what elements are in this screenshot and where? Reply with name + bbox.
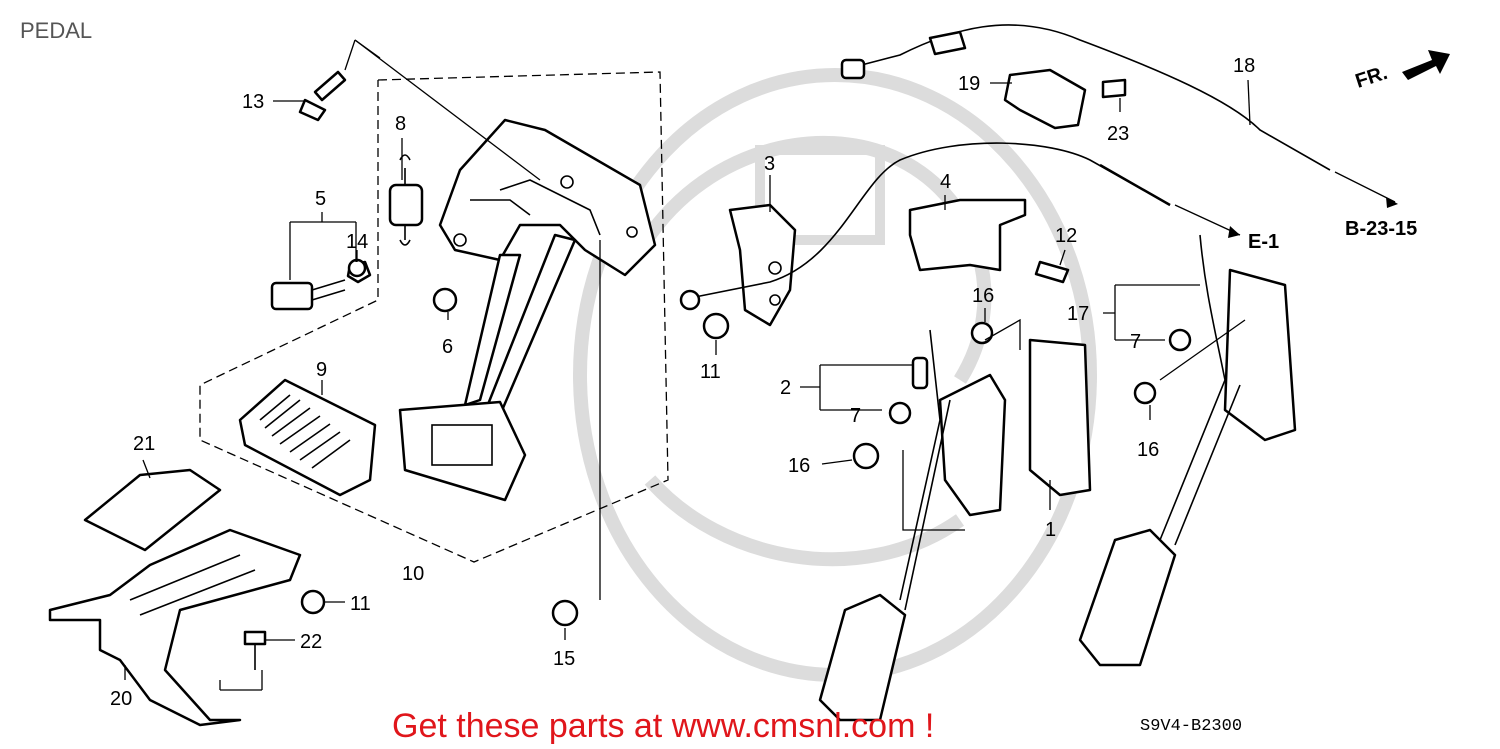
- pedal-spring-damper: [388, 154, 424, 246]
- watermark-logo: [573, 68, 1097, 682]
- front-direction-arrow: FR.: [1353, 50, 1450, 93]
- callout-11-middle: 11: [700, 361, 721, 383]
- nut-16-upper: [970, 321, 994, 345]
- callout-8: 8: [395, 113, 406, 135]
- floor-mat-21: [83, 468, 222, 552]
- callout-16-upper: 16: [972, 285, 994, 307]
- callout-10: 10: [402, 563, 424, 585]
- callout-14: 14: [346, 231, 368, 253]
- page-title: PEDAL: [20, 18, 92, 43]
- callout-4: 4: [940, 171, 951, 193]
- callout-18: 18: [1233, 55, 1255, 77]
- nut-11-middle: [702, 312, 730, 340]
- callout-9: 9: [316, 359, 327, 381]
- accelerator-cable-lower: [679, 142, 1241, 311]
- callout-23: 23: [1107, 123, 1129, 145]
- callout-7-middle: 7: [850, 405, 861, 427]
- accelerator-pedal-assembly-right: [1078, 234, 1297, 667]
- nut-16-left: [852, 442, 880, 470]
- callout-7-right: 7: [1130, 331, 1141, 353]
- clip-7-right: [1168, 328, 1192, 352]
- accelerator-cable-upper: [840, 24, 1398, 208]
- callout-21: 21: [133, 433, 155, 455]
- pedal-assembly-group-outline: [199, 71, 669, 563]
- nut-15: [551, 599, 579, 627]
- callout-1: 1: [1045, 519, 1056, 541]
- pedal-bracket: [438, 118, 657, 277]
- front-direction-label: FR.: [1353, 62, 1390, 93]
- callout-17: 17: [1067, 303, 1089, 325]
- bolt-22: [243, 630, 267, 670]
- nut-11-lower: [300, 589, 326, 615]
- callout-16-right: 16: [1137, 439, 1159, 461]
- footrest-bracket: [48, 528, 302, 727]
- cable-bracket-4: [908, 198, 1027, 272]
- callout-20: 20: [110, 688, 132, 710]
- callout-2: 2: [780, 377, 791, 399]
- callout-5: 5: [315, 188, 326, 210]
- callout-16-left: 16: [788, 455, 810, 477]
- callout-15: 15: [553, 648, 575, 670]
- cable-bracket-3: [728, 203, 797, 327]
- bolt-12: [1034, 260, 1070, 284]
- brake-pedal-arm: [398, 233, 577, 502]
- clip-6: [432, 287, 458, 313]
- promo-link-text[interactable]: Get these parts at www.cmsnl.com !: [392, 707, 934, 745]
- callout-19: 19: [958, 73, 980, 95]
- callout-22: 22: [300, 631, 322, 653]
- reference-b-23-15: B-23-15: [1345, 218, 1417, 240]
- callout-12: 12: [1055, 225, 1077, 247]
- nut-14: [347, 258, 367, 278]
- pedal-pad-rubber: [238, 378, 377, 497]
- leader-lines: [124, 39, 1251, 691]
- nut-16-right: [1133, 381, 1157, 405]
- callout-13: 13: [242, 91, 264, 113]
- callout-labels: 13 8 5 14 6 9 21 10 11 22 20 15 3 11 4 1…: [110, 55, 1255, 710]
- bracket-19: [1003, 68, 1087, 130]
- diagram-code: S9V4-B2300: [1140, 717, 1242, 736]
- reference-e1: E-1: [1248, 231, 1279, 253]
- accelerator-pedal-assembly-1: [818, 329, 1092, 722]
- bolt-23: [1101, 78, 1127, 99]
- callout-6: 6: [442, 336, 453, 358]
- callout-11-lower: 11: [350, 593, 371, 615]
- callout-3: 3: [764, 153, 775, 175]
- clip-7-middle: [888, 401, 912, 425]
- bolt-13: [298, 70, 347, 122]
